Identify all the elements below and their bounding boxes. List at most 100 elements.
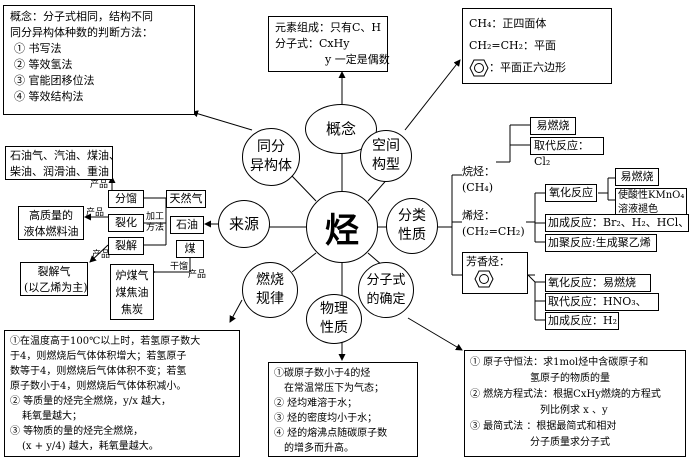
fuel-oil-box: 高质量的 液体燃料油: [18, 206, 84, 240]
space-benzene-row: ：平面正六边形: [469, 57, 605, 79]
alkene-formula: (CH₂=CH₂): [462, 225, 525, 238]
alkane-sub: 取代反应：Cl₂: [534, 139, 589, 168]
oil-products-1: 石油气、汽油、煤油、: [10, 149, 120, 162]
physical-line-6: 的增多而升高。: [284, 443, 354, 454]
isomer-method-4: ④ 等效结构法: [14, 90, 84, 103]
distill-label: 分馏: [115, 192, 137, 205]
formula-line-6: 分子质量求分子式: [530, 437, 610, 448]
arene-sub-box: 取代反应：HNO₃、Br₂: [545, 293, 659, 324]
physical-line-2: 在常温常压下为气态；: [284, 383, 384, 394]
combustion-line-3: 数等于4，则燃烧后气体体积不变；若氢: [10, 366, 187, 377]
formula-line-4: 列比例求 x 、y: [540, 405, 608, 416]
coal-product-3: 焦炭: [121, 303, 143, 316]
combustion-line-5: ② 等质量的烃完全燃烧，y/x 越大，: [10, 396, 172, 407]
circle-formula: 分子式 的确定: [358, 262, 414, 318]
alkene-poly: 加聚反应:生成聚乙烯: [548, 236, 651, 249]
natural-gas-box: 天然气: [166, 190, 206, 208]
alkene-add: 加成反应：Br₂、H₂、HCl、H₂O: [548, 216, 689, 229]
physical-line-3: ② 烃均难溶于水；: [274, 398, 358, 409]
concept-box: 元素组成：只有C、H 分子式：CxHy y 一定是偶数: [268, 16, 390, 72]
crack-gas-1: 裂解气: [37, 265, 71, 278]
formula-line-3: ② 燃烧方程式法：根据CxHy燃烧的方程式: [470, 389, 661, 400]
alkene-label-box: 烯烃： (CH₂=CH₂): [462, 208, 526, 242]
isomer-definition: 概念：分子式相同，结构不同: [10, 10, 153, 23]
product-label-3: 产品: [92, 250, 111, 260]
process-method-label: 加工 方法: [146, 212, 165, 233]
coal-product-2: 煤焦油: [115, 286, 149, 299]
split-box: 裂解: [108, 237, 144, 255]
oil-products-2: 柴油、润滑油、重油: [10, 165, 109, 178]
alkene-kmno4: 使酸性KMnO₄: [618, 190, 685, 201]
coal-products-box: 炉煤气 煤焦油 焦炭: [110, 264, 154, 320]
arene-benzene-icon: [474, 270, 494, 288]
alkene-oxid: 氧化反应: [549, 186, 593, 199]
combustion-line-6: 耗氧量越大；: [22, 411, 82, 422]
arene-oxid-box: 氧化反应：易燃烧: [545, 274, 651, 292]
combustion-box: ①在温度高于100℃以上时，若氢原子数大 于4，则燃烧后气体体积增大；若氢原子 …: [4, 330, 240, 457]
combustion-line-7: ③ 等物质的量的烃完全燃烧，: [10, 426, 144, 437]
crack-label: 裂化: [115, 216, 137, 229]
alkane-burn: 易燃烧: [536, 119, 570, 132]
circle-combustion: 燃烧 规律: [242, 262, 298, 318]
arene-label-box: 芳香烃：: [462, 252, 528, 294]
circle-combustion-label: 燃烧 规律: [256, 272, 284, 307]
space-box: CH₄：正四面体 CH₂=CH₂：平面 ：平面正六边形: [462, 8, 612, 84]
split-label: 裂解: [115, 239, 137, 252]
product-label-2: 产品: [86, 208, 105, 218]
alkene-poly-box: 加聚反应:生成聚乙烯: [545, 234, 657, 252]
crack-gas-2: (以乙烯为主): [24, 281, 88, 294]
formula-box: ① 原子守恒法：求1mol烃中含碳原子和 氢原子的物质的量 ② 燃烧方程式法：根…: [464, 350, 686, 457]
alkane-label: 烷烃：: [462, 165, 495, 178]
fuel-oil-1: 高质量的: [29, 209, 73, 222]
alkene-label: 烯烃：: [462, 209, 495, 222]
arene-add: 加成反应：H₂: [548, 314, 618, 327]
petroleum-box: 石油: [170, 216, 204, 234]
combustion-line-8: (x + y/4) 越大，耗氧量越大。: [22, 441, 159, 452]
circle-class: 分类 性质: [386, 198, 438, 254]
combustion-line-4: 原子数小于4，则燃烧后气体体积减小。: [10, 381, 187, 392]
combustion-line-2: 于4，则燃烧后气体体积增大；若氢原子: [10, 351, 187, 362]
fuel-oil-2: 液体燃料油: [23, 225, 79, 238]
space-ethene: CH₂=CH₂：平面: [469, 39, 557, 52]
space-methane: CH₄：正四面体: [469, 17, 547, 30]
circle-space: 空间 构型: [360, 130, 412, 182]
alkene-kmno4-b: 溶液褪色: [618, 204, 658, 215]
isomer-method-1: ① 书写法: [14, 42, 62, 55]
isomer-method-2: ② 等效氢法: [14, 58, 73, 71]
alkane-label-box: 烷烃： (CH₄): [462, 164, 496, 198]
alkane-burn-box: 易燃烧: [530, 117, 576, 135]
circle-physical: 物理 性质: [306, 294, 362, 344]
space-benzene: ：平面正六边形: [489, 61, 566, 74]
arene-oxid: 氧化反应：易燃烧: [548, 276, 636, 289]
physical-line-1: ①碳原子数小于4的烃: [274, 368, 371, 379]
circle-isomer: 同分 异构体: [242, 128, 300, 186]
circle-isomer-label: 同分 异构体: [250, 139, 292, 174]
oil-products-box: 石油气、汽油、煤油、 柴油、润滑油、重油: [5, 146, 120, 180]
petroleum-label: 石油: [176, 218, 198, 231]
natural-gas-label: 天然气: [169, 192, 203, 205]
circle-source: 来源: [218, 200, 270, 248]
alkene-add-box: 加成反应：Br₂、H₂、HCl、H₂O: [545, 214, 689, 232]
crack-box: 裂化: [108, 214, 144, 232]
circle-concept-label: 概念: [325, 119, 356, 138]
alkene-burn: 易燃烧: [620, 170, 654, 183]
center-hydrocarbon: 烃: [306, 191, 378, 263]
circle-space-label: 空间 构型: [372, 138, 400, 173]
alkane-sub-box: 取代反应：Cl₂: [530, 137, 604, 168]
formula-line-5: ③ 最简式法 ：根据最简式和相对: [470, 421, 617, 432]
circle-source-label: 来源: [228, 214, 259, 233]
concept-formula: 分子式：CxHy: [275, 37, 350, 50]
product-label-4: 产品: [188, 270, 207, 280]
formula-line-2: 氢原子的物质的量: [530, 373, 610, 384]
concept-elements: 元素组成：只有C、H: [275, 21, 382, 34]
combustion-line-1: ①在温度高于100℃以上时，若氢原子数大: [10, 336, 201, 347]
isomer-box: 概念：分子式相同，结构不同 同分异构体种数的判断方法： ① 书写法 ② 等效氢法…: [3, 5, 195, 115]
circle-physical-label: 物理 性质: [320, 301, 348, 336]
coal-label: 煤: [184, 242, 196, 255]
benzene-ring-icon: [469, 59, 489, 77]
physical-line-4: ③ 烃的密度均小于水；: [274, 413, 378, 424]
arene-add-box: 加成反应：H₂: [545, 312, 619, 330]
arene-label: 芳香烃：: [466, 255, 510, 268]
concept-even: y 一定是偶数: [325, 53, 390, 66]
